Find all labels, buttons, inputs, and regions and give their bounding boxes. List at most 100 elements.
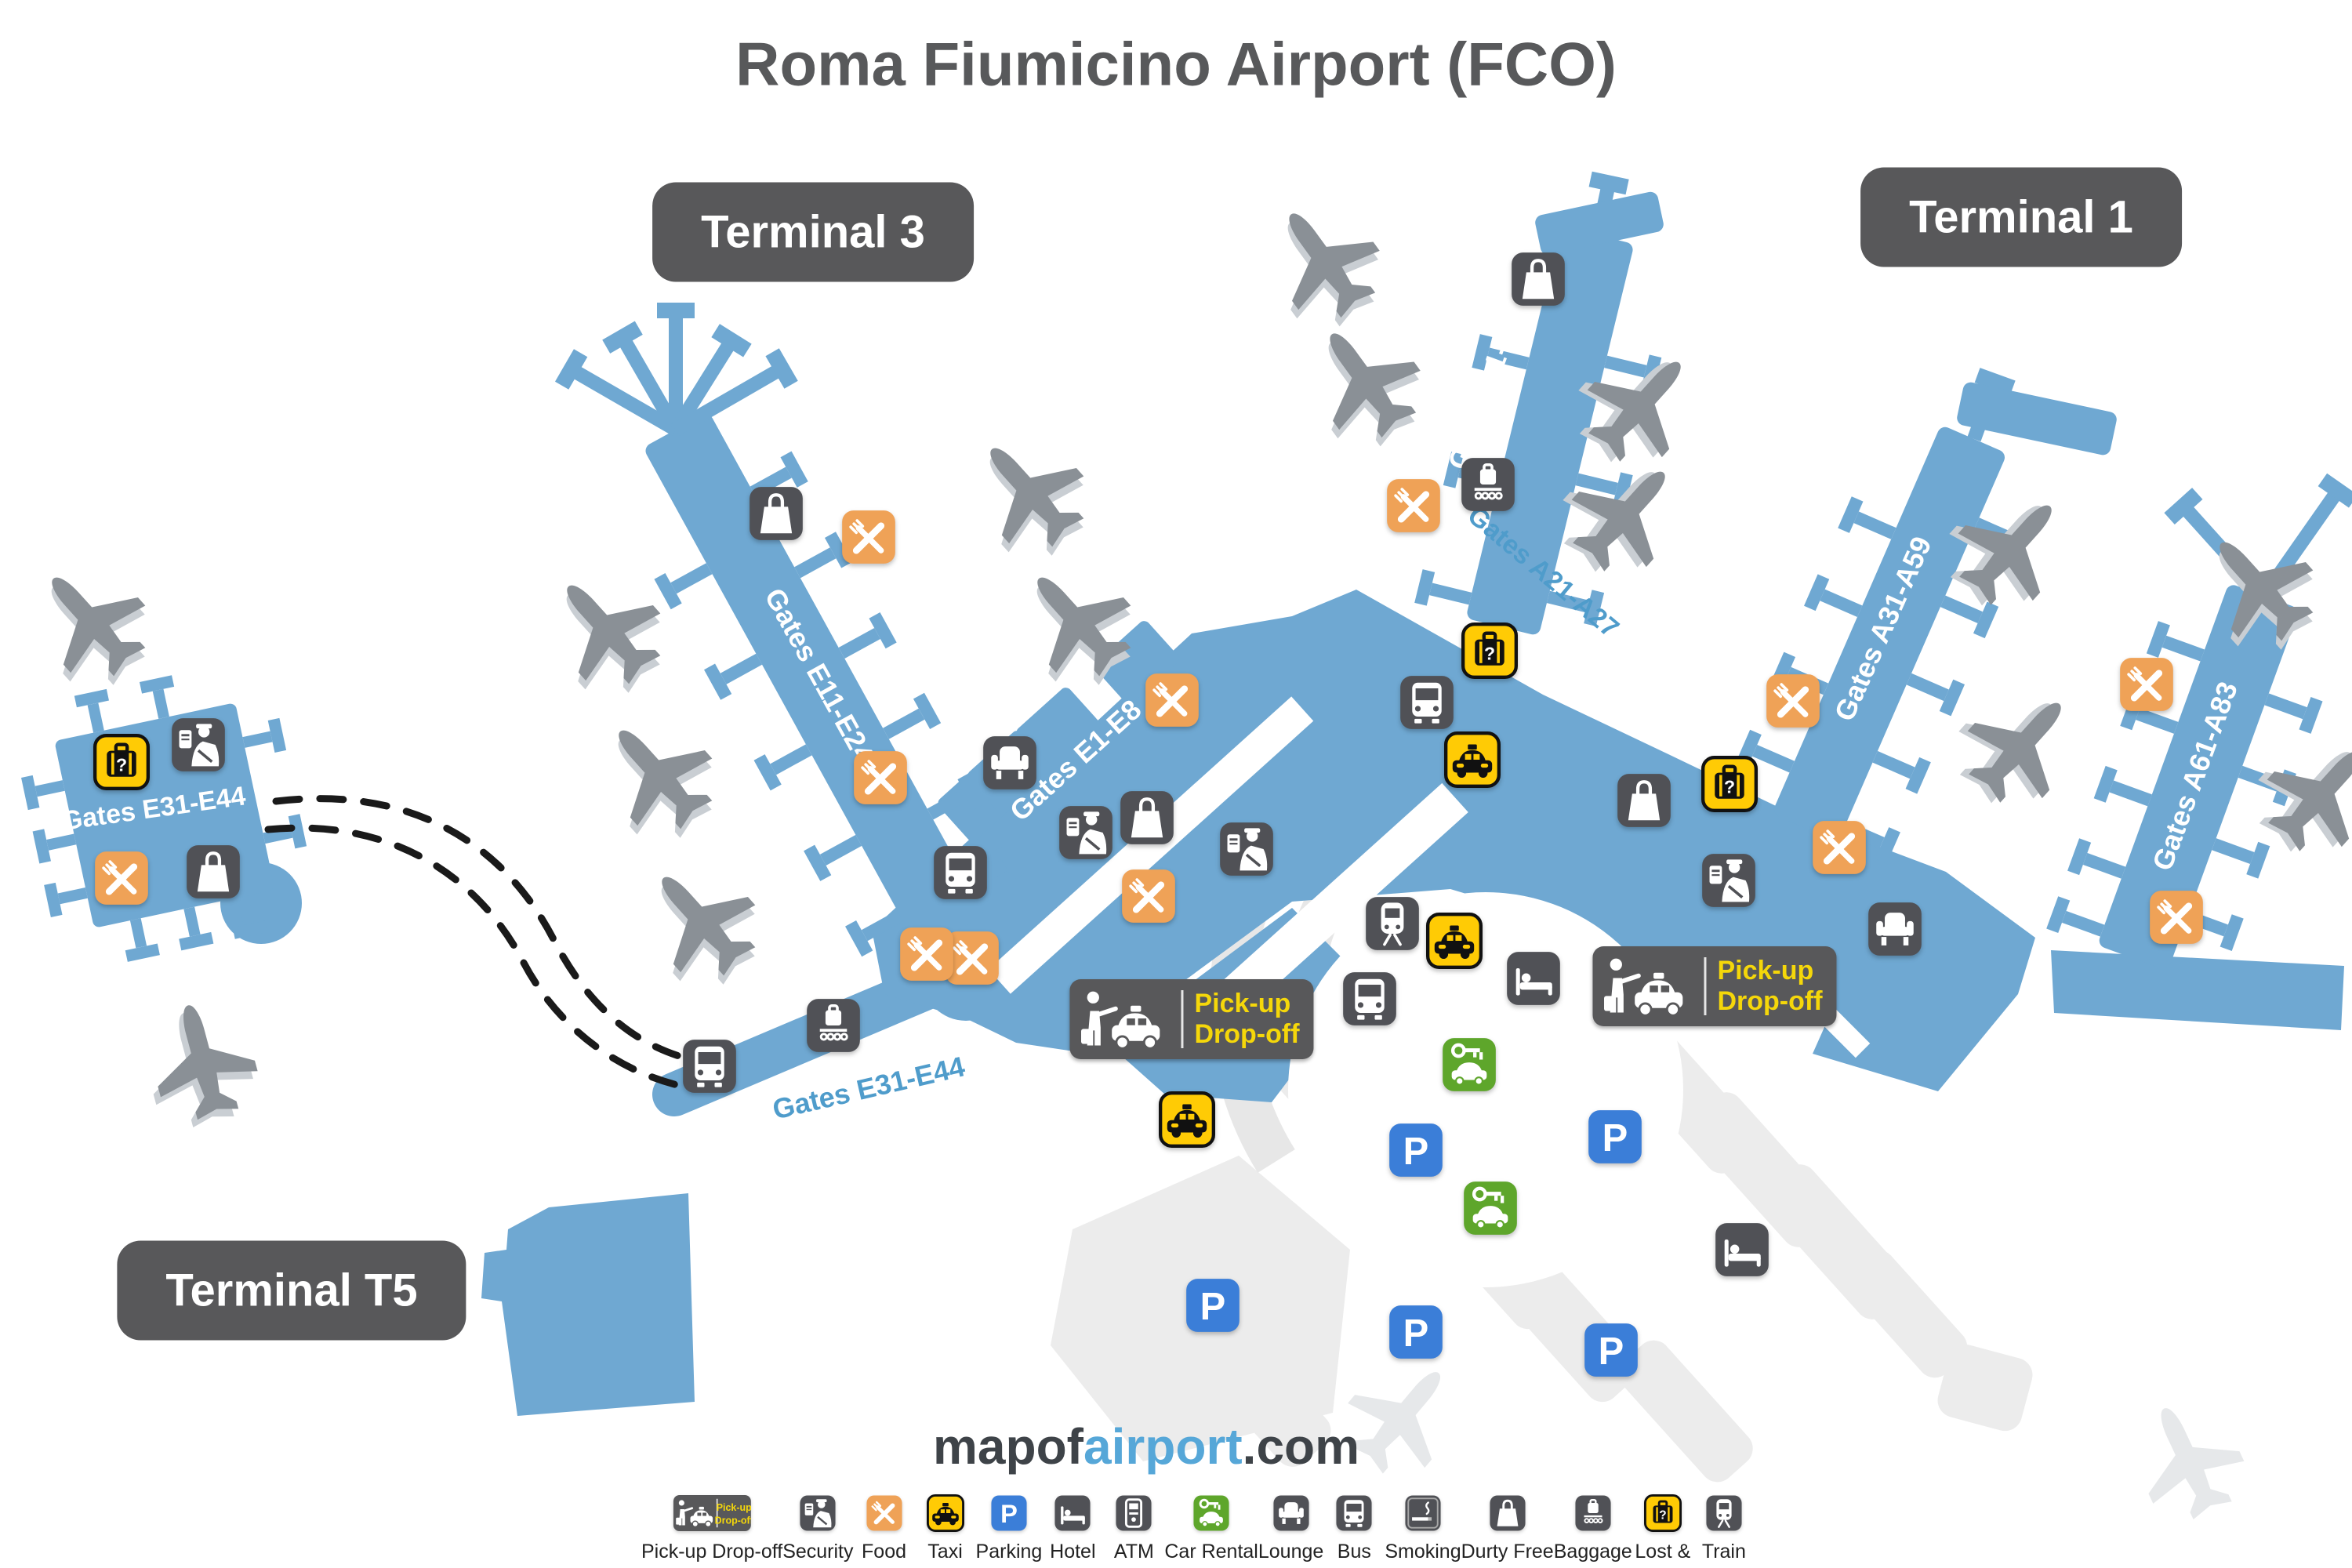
legend-item-baggage-claim: Baggage Claim — [1554, 1494, 1632, 1568]
lounge-icon — [1272, 1494, 1310, 1532]
parking-icon: P — [1388, 1304, 1444, 1360]
security-icon — [799, 1494, 837, 1532]
legend-item-train: Train — [1693, 1494, 1755, 1564]
legend-item-security: Security — [782, 1494, 854, 1564]
legend-item-bus: Bus — [1323, 1494, 1385, 1564]
food-icon — [866, 1494, 903, 1532]
hotel-icon — [1505, 950, 1562, 1007]
site-footer: mapofairport.com — [933, 1417, 1359, 1475]
svg-text:P: P — [1000, 1499, 1018, 1528]
food-icon — [2148, 889, 2205, 946]
atm-icon — [1115, 1494, 1152, 1532]
parking-icon: P — [1185, 1277, 1241, 1334]
svg-text:P: P — [1403, 1312, 1429, 1355]
svg-text:?: ? — [116, 755, 127, 775]
bus-icon — [932, 844, 989, 901]
legend-item-label: Parking — [975, 1541, 1043, 1563]
bus-icon — [1335, 1494, 1373, 1532]
baggage-claim-icon — [1460, 456, 1516, 513]
legend-item-label: ATM — [1113, 1541, 1154, 1563]
food-icon — [1120, 868, 1177, 924]
svg-text:P: P — [1200, 1286, 1226, 1328]
airplane-icon — [2118, 1387, 2258, 1533]
airplane-icon — [626, 844, 777, 1005]
legend-item-food: Food — [854, 1494, 915, 1564]
legend-item-label: Car Rental — [1164, 1541, 1258, 1563]
lost-found-icon: ? — [1643, 1494, 1682, 1532]
airplane-icon — [1249, 184, 1399, 344]
lounge-icon — [982, 735, 1038, 791]
food-icon — [944, 930, 1000, 986]
car-rental-icon — [1192, 1494, 1230, 1532]
legend-item-smoking: Smoking — [1385, 1494, 1461, 1564]
svg-text:P: P — [1599, 1330, 1624, 1373]
food-icon — [1385, 477, 1442, 534]
badge-divider — [1704, 957, 1707, 1015]
food-icon — [852, 750, 909, 806]
airplane-icon — [1290, 304, 1439, 464]
hotel-icon — [1714, 1221, 1770, 1278]
bus-icon — [681, 1038, 738, 1094]
taxi-icon — [926, 1494, 964, 1532]
lounge-icon — [1867, 901, 1923, 957]
train-icon — [1364, 895, 1421, 952]
taxi-icon — [1426, 913, 1483, 969]
legend-item-label: Security — [782, 1541, 854, 1563]
terminal-1-badge: Terminal 1 — [1860, 167, 2182, 267]
legend-item-label: Train — [1701, 1541, 1746, 1563]
terminal-t5-badge: Terminal T5 — [117, 1240, 466, 1341]
legend-item-atm: ATM — [1103, 1494, 1164, 1564]
duty-free-icon — [1489, 1494, 1526, 1532]
airplane-icon — [135, 992, 266, 1135]
legend-item-label: Food — [862, 1541, 906, 1563]
legend-item-hotel: Hotel — [1042, 1494, 1103, 1564]
food-icon — [840, 509, 897, 565]
pickup-label: Pick-up — [1194, 988, 1291, 1018]
baggage-claim-icon — [1574, 1494, 1612, 1532]
footer-suffix: .com — [1242, 1418, 1360, 1475]
taxi-icon — [1444, 731, 1501, 788]
lost-found-icon: ? — [1701, 756, 1758, 812]
legend-item-car-rental: Car Rental — [1164, 1494, 1258, 1564]
airplane-icon — [583, 698, 734, 858]
car-rental-icon — [1462, 1180, 1519, 1236]
legend-item-taxi: Taxi — [915, 1494, 976, 1564]
food-icon — [1811, 819, 1867, 876]
legend-item-pickup: Pick-up Drop-off Pick-up Drop-off — [641, 1494, 782, 1564]
legend-item-label: Bus — [1337, 1541, 1371, 1563]
parking-icon: P — [990, 1494, 1028, 1532]
dropoff-label: Drop-off — [1717, 986, 1823, 1016]
svg-text:P: P — [1602, 1117, 1628, 1160]
legend-item-lost-found: ? Lost & Found — [1632, 1494, 1693, 1568]
legend-item-duty-free: Durty Free — [1461, 1494, 1554, 1564]
food-icon — [93, 850, 150, 906]
decorations — [16, 184, 2352, 1533]
map-legend: Pick-up Drop-off Pick-up Drop-off Securi… — [641, 1494, 1755, 1568]
baggage-claim-icon — [805, 997, 862, 1054]
food-icon — [1765, 673, 1821, 729]
airplane-icon — [954, 416, 1105, 576]
legend-item-label: Durty Free — [1461, 1541, 1554, 1563]
svg-text:?: ? — [1659, 1509, 1666, 1523]
svg-text:?: ? — [1484, 644, 1495, 664]
hotel-icon — [1054, 1494, 1091, 1532]
pickup-dropoff-icon — [1600, 953, 1693, 1020]
parking-icon: P — [1388, 1122, 1444, 1178]
footer-accent: airport — [1083, 1418, 1243, 1475]
legend-item-label: Pick-up Drop-off — [641, 1541, 783, 1563]
footer-prefix: mapof — [932, 1418, 1083, 1475]
security-icon — [1700, 852, 1757, 909]
taxi-icon — [1159, 1091, 1215, 1148]
legend-item-label: Hotel — [1050, 1541, 1096, 1563]
pickup-label: Pick-up — [1717, 955, 1814, 985]
security-icon — [1218, 821, 1275, 877]
security-icon — [1058, 804, 1114, 861]
legend-item-label: Baggage Claim — [1553, 1541, 1632, 1568]
legend-item-label: Smoking — [1385, 1541, 1461, 1563]
duty-free-icon — [1510, 251, 1566, 307]
lost-found-icon: ? — [1461, 622, 1518, 679]
security-icon — [170, 717, 227, 773]
legend-item-label: Taxi — [927, 1541, 963, 1563]
